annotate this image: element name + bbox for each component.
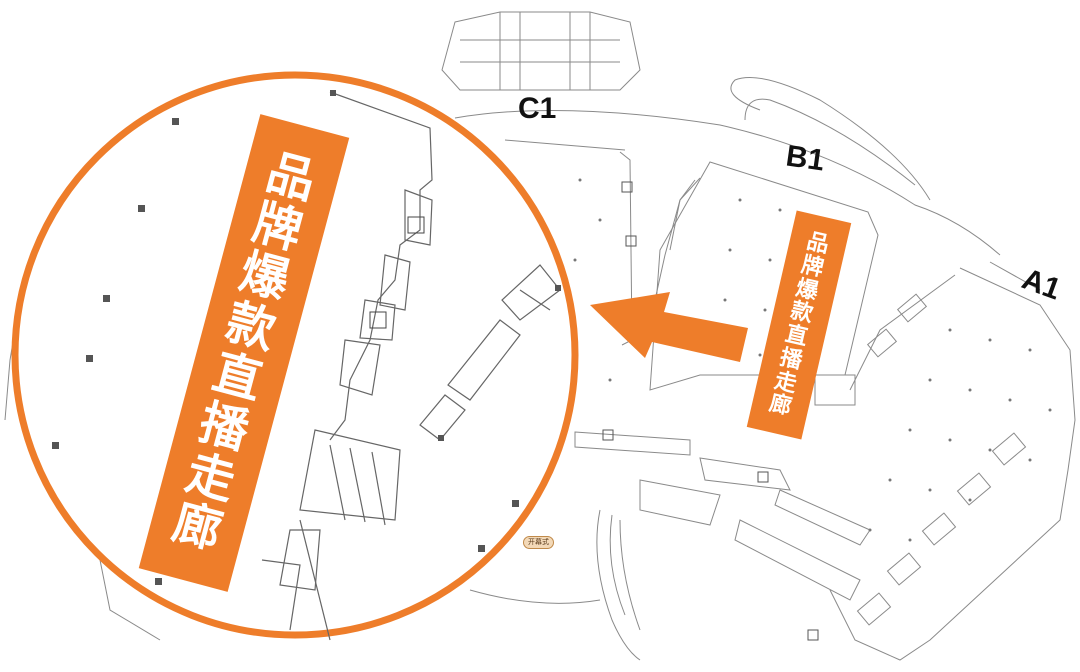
restroom-icon — [602, 181, 819, 641]
zoom-detail — [261, 91, 561, 641]
corridor-char: 廊 — [166, 494, 228, 561]
lower-arc — [469, 589, 601, 604]
corridor-char: 廊 — [766, 390, 794, 421]
pointer-arrow-icon — [590, 292, 748, 362]
site-perimeter — [454, 109, 1001, 256]
entrance-tag: 开幕式 — [523, 536, 554, 549]
zoom-circle — [11, 71, 579, 639]
hall-label-b1: B1 — [783, 139, 827, 178]
restroom-icon — [369, 216, 425, 329]
hall-label-c1: C1 — [518, 92, 557, 125]
site-perimeter-b — [730, 77, 931, 201]
a1-hall-outline — [829, 267, 1076, 661]
c1-annex-outline — [441, 11, 641, 91]
